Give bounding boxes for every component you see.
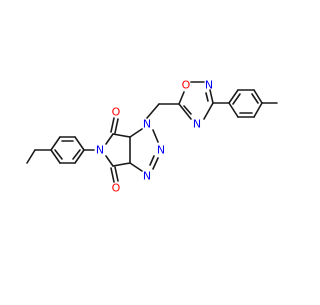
bond-co-top-b	[114, 118, 119, 134]
atom-o-top: O	[112, 106, 121, 119]
bond-c5-o1	[178, 91, 185, 105]
atom-n1: N	[143, 118, 151, 131]
atom-n-oxadiazole-top: N	[205, 79, 213, 92]
bond-ph2-a	[228, 89, 239, 104]
atom-n-oxadiazole-bottom: N	[193, 118, 201, 131]
bond-ph1-f	[50, 149, 61, 164]
bond-n2-n3-inner	[149, 155, 155, 166]
bond-ph1-c	[74, 136, 85, 151]
bond-ph1-a	[50, 136, 61, 151]
bond-n-c-top	[105, 133, 114, 145]
bond-c3a-n1	[129, 128, 143, 138]
bond-n2-n3	[152, 157, 159, 170]
bond-n4-c5	[178, 103, 192, 120]
bond-n2-c3-inner	[205, 92, 209, 102]
atom-o-oxadiazole: O	[182, 79, 191, 92]
molecule-structure: O O N N N N O N N	[26, 79, 278, 195]
bond-ph2-c	[253, 89, 263, 104]
bond-n4-c5-inner	[183, 105, 192, 115]
bond-ph1-f-inner	[54, 149, 63, 160]
bond-c-bottom-c6a	[112, 162, 131, 167]
bond-n-c-bottom	[105, 155, 114, 167]
bond-co-top-a	[110, 117, 115, 133]
bond-n3-c6a	[129, 162, 143, 172]
bond-ph2-d	[253, 102, 263, 118]
bond-c-top-c3a	[112, 133, 131, 138]
bond-n1-n2	[152, 129, 159, 143]
bond-n1-ch2	[146, 103, 160, 119]
atom-n3: N	[143, 170, 151, 183]
atom-n2: N	[157, 144, 165, 157]
bond-ph2-a-inner	[232, 93, 241, 105]
bond-n2-c3	[209, 89, 214, 104]
structure-diagram: O O N N N N O N N	[26, 79, 278, 195]
bond-ph1-d	[74, 149, 85, 164]
bonds	[26, 81, 278, 183]
bond-co-bottom-b	[114, 166, 119, 182]
bond-c3-n4	[203, 102, 214, 120]
atom-o-bottom: O	[112, 182, 121, 195]
atom-labels: O O N N N N O N N	[96, 79, 213, 195]
bond-ethyl-ch3	[26, 149, 36, 164]
bond-ph2-c-inner	[251, 93, 259, 104]
atom-n-imide: N	[96, 144, 104, 157]
bond-ph1-d-inner	[72, 149, 81, 160]
bond-co-bottom-a	[110, 167, 115, 183]
bond-ph2-f	[228, 102, 239, 118]
